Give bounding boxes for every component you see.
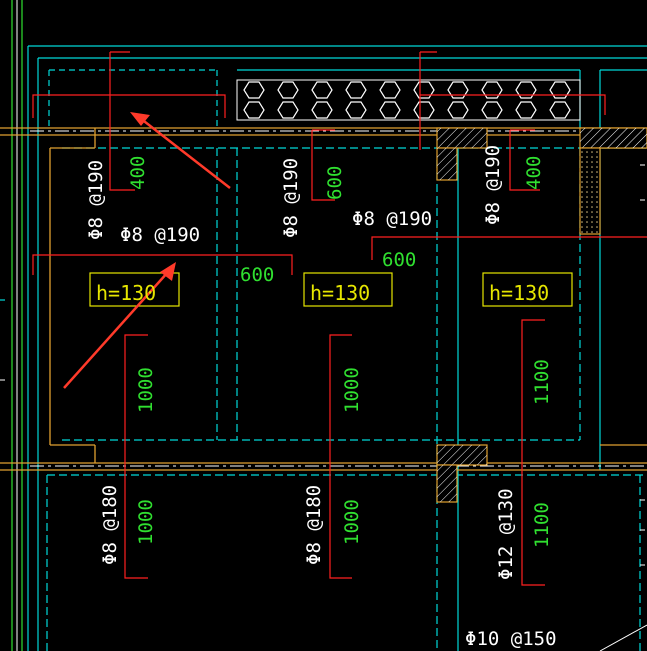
grid-axis-lines [11,0,23,651]
cyan-outline-group [0,45,647,651]
rebar-label-bottom-right: Φ12 @130 [495,488,517,580]
hexagon-hatch-region [237,80,580,120]
dimension-1000-d: 1000 [341,499,363,545]
rebar-label-bottom-left: Φ8 @180 [99,485,121,565]
dimension-1100-b: 1100 [531,502,553,548]
rebar-label-top-mid: Φ8 @190 [120,224,200,246]
rebar-label-bottom-mid: Φ8 @180 [303,485,325,565]
bottom-right-marks [0,164,647,651]
annotation-arrows [63,112,231,389]
dimension-400-right: 400 [523,156,545,190]
rebar-label-top-right: Φ8 @190 [482,145,504,225]
hexagon-hatch-border [236,79,581,121]
dimension-600-mid-left: 600 [240,264,274,286]
column-hatches [436,127,647,503]
rebar-label-top-center: Φ8 @190 [280,158,302,238]
slab-thickness-right: h=130 [489,281,549,305]
dimension-400-left: 400 [127,156,149,190]
rebar-label-bottom: Φ10 @150 [465,628,557,650]
rebar-label-top-left: Φ8 @190 [85,160,107,240]
slab-thickness-left: h=130 [96,281,156,305]
slab-thickness-boxes [89,272,573,307]
dimension-600-top: 600 [324,166,346,200]
dimension-1000-c: 1000 [135,499,157,545]
slab-thickness-mid: h=130 [310,281,370,305]
dimension-600-mid-right: 600 [382,249,416,271]
dimension-1100-a: 1100 [531,359,553,405]
dimension-1000-a: 1000 [135,367,157,413]
rebar-label-center: Φ8 @190 [352,208,432,230]
dimension-1000-b: 1000 [341,367,363,413]
rebar-lines [32,51,647,586]
wall-outlines [0,127,647,471]
wall-centre-lines [30,130,647,467]
